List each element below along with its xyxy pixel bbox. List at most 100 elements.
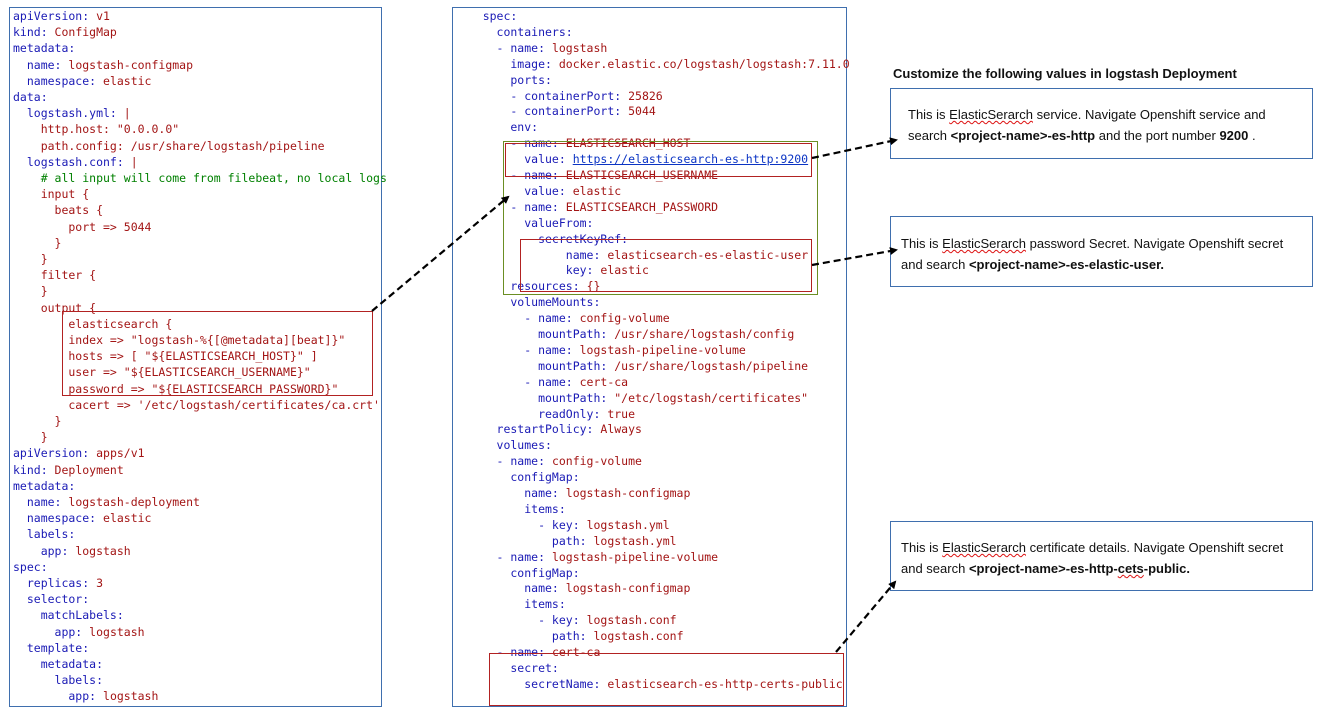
- code-token: apiVersion:: [13, 446, 97, 461]
- code-token: selector:: [13, 592, 90, 607]
- code-token: env:: [455, 120, 539, 135]
- code-token: password => "${ELASTICSEARCH_PASSWORD}": [13, 381, 339, 396]
- code-token: metadata:: [13, 478, 76, 493]
- code-line: restartPolicy: Always: [455, 421, 642, 437]
- code-token: logstash: [103, 689, 159, 704]
- note1-text-4: <project-name>-es-http: [950, 128, 1096, 143]
- code-line: kind: Deployment: [13, 462, 124, 478]
- note3-text-1: This is: [901, 540, 943, 555]
- code-token: logstash.conf: [593, 629, 684, 644]
- note1-text-1: This is: [908, 107, 950, 122]
- code-token: labels:: [13, 673, 104, 688]
- note3-text-2: ElasticSerarch: [942, 540, 1026, 555]
- code-token: data:: [13, 90, 48, 104]
- code-token: name:: [455, 247, 608, 262]
- code-line: value: elastic: [455, 183, 621, 199]
- code-token: - containerPort:: [455, 88, 629, 103]
- code-token: value:: [455, 183, 573, 198]
- code-token: user => "${ELASTICSEARCH_USERNAME}": [13, 365, 311, 380]
- note-elasticsearch-service: This is ElasticSerarch service. Navigate…: [890, 88, 1313, 159]
- code-line: hosts => [ "${ELASTICSEARCH_HOST}" ]: [13, 348, 317, 364]
- code-token: elastic: [600, 263, 649, 278]
- code-line: readOnly: true: [455, 406, 635, 422]
- code-token: cert-ca: [579, 374, 629, 389]
- code-token: |: [123, 106, 131, 121]
- code-token: configMap:: [455, 565, 580, 580]
- code-line: mountPath: /usr/share/logstash/config: [455, 326, 794, 342]
- code-token: spec:: [13, 559, 48, 574]
- code-line: template:: [13, 640, 89, 656]
- code-line: volumeMounts:: [455, 294, 600, 310]
- code-line: data:: [13, 89, 48, 105]
- code-token: path:: [455, 629, 594, 644]
- code-line: password => "${ELASTICSEARCH_PASSWORD}": [13, 381, 338, 397]
- code-token: volumeMounts:: [455, 295, 601, 310]
- code-line: apiVersion: apps/v1: [13, 445, 145, 461]
- note2-text-2: ElasticSerarch: [942, 236, 1026, 251]
- code-token: secretKeyRef:: [455, 231, 629, 246]
- code-token: ports:: [455, 72, 552, 87]
- code-token: logstash-pipeline-volume: [579, 342, 746, 357]
- code-token: elasticsearch-es-http-certs-public: [607, 676, 843, 691]
- code-line: - name: ELASTICSEARCH_USERNAME: [455, 167, 718, 183]
- code-token: elasticsearch-es-elastic-user: [607, 247, 809, 262]
- code-token: valueFrom:: [455, 215, 594, 230]
- code-token: }: [13, 430, 48, 445]
- code-line: env:: [455, 119, 538, 135]
- code-line: apiVersion: v1: [13, 8, 110, 24]
- code-token: configMap:: [455, 470, 580, 485]
- code-token: app:: [13, 689, 104, 704]
- code-token: items:: [455, 597, 566, 612]
- code-token: index => "logstash-%{[@metadata][beat]}": [13, 333, 346, 347]
- code-token: - name:: [455, 645, 552, 659]
- code-line: user => "${ELASTICSEARCH_USERNAME}": [13, 364, 311, 380]
- code-token: ConfigMap: [54, 25, 117, 40]
- code-line: logstash.yml: |: [13, 105, 131, 121]
- code-token: restartPolicy:: [455, 422, 601, 437]
- code-line: input {: [13, 186, 89, 202]
- arrow-cert-to-certificate-note: [835, 580, 897, 653]
- code-token: logstash.yml: [593, 533, 677, 548]
- code-token: - key:: [455, 517, 587, 532]
- code-token: - name:: [455, 311, 580, 326]
- code-link[interactable]: https://elasticsearch-es-http:9200: [572, 152, 809, 167]
- code-token: logstash-configmap: [68, 57, 194, 72]
- code-token: metadata:: [13, 657, 104, 671]
- code-line: replicas: 3: [13, 575, 103, 591]
- code-token: replicas:: [13, 576, 97, 590]
- code-token: metadata:: [13, 41, 76, 56]
- cert-volume-highlight: [489, 653, 844, 706]
- secret-key-ref-highlight: [520, 239, 812, 292]
- note3-text-4: <project-name>-es-http-: [968, 561, 1118, 576]
- code-line: configMap:: [455, 469, 580, 485]
- code-line: key: elastic: [455, 262, 649, 278]
- code-token: matchLabels:: [13, 608, 124, 623]
- code-token: Always: [600, 422, 642, 437]
- code-line: filter {: [13, 267, 96, 283]
- code-line: - name: config-volume: [455, 453, 642, 469]
- elasticsearch-host-highlight: [505, 143, 812, 177]
- code-line: - key: logstash.conf: [455, 612, 677, 628]
- code-token: - key:: [455, 613, 587, 628]
- note1-text-6: 9200: [1219, 128, 1249, 143]
- code-line: mountPath: /usr/share/logstash/pipeline: [455, 358, 808, 374]
- code-token: logstash-pipeline-volume: [551, 549, 719, 564]
- code-token: image:: [455, 56, 559, 71]
- code-token: namespace:: [13, 511, 104, 526]
- code-token: key:: [455, 263, 601, 278]
- code-token: |: [130, 154, 138, 169]
- code-line: matchLabels:: [13, 607, 124, 623]
- deployment-yaml-panel: spec: containers: - name: logstash image…: [452, 7, 850, 707]
- code-token: docker.elastic.co/logstash/logstash:7.11…: [558, 56, 850, 71]
- code-line: name: logstash-deployment: [13, 494, 200, 510]
- code-token: config-volume: [551, 454, 642, 469]
- code-line: - name: logstash-pipeline-volume: [455, 549, 719, 565]
- code-token: {}: [586, 279, 601, 294]
- code-line: resources: {}: [455, 278, 600, 294]
- code-line: # all input will come from filebeat, no …: [13, 170, 387, 186]
- code-line: - name: cert-ca: [455, 644, 601, 660]
- code-line: containers:: [455, 24, 573, 40]
- code-token: beats {: [13, 203, 104, 218]
- code-token: v1: [96, 9, 110, 23]
